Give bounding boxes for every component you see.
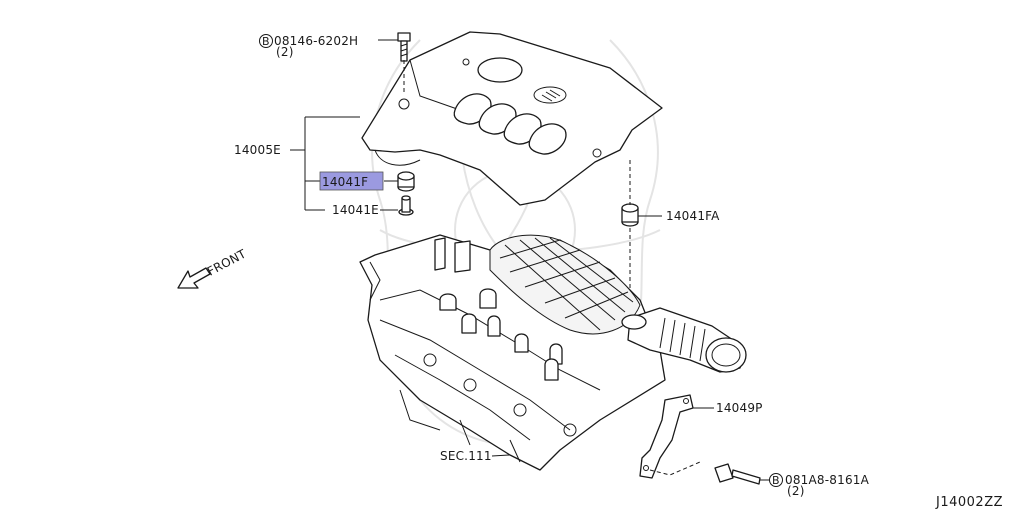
leader-sec111 <box>491 454 511 457</box>
label-14041e[interactable]: 14041E <box>332 203 379 217</box>
label-bolt-bottom-qty: (2) <box>787 484 805 498</box>
front-label: FRONT <box>205 246 249 278</box>
b-mark-bottom <box>769 473 783 487</box>
label-14041f[interactable]: 14041F <box>322 175 368 189</box>
cylinder-head <box>359 234 747 471</box>
grommet-14041f <box>397 171 415 192</box>
b-mark-bottom-letter: B <box>772 474 780 487</box>
label-081a8-8161a[interactable]: 081A8-8161A <box>785 473 870 487</box>
engine-cover <box>361 31 663 206</box>
b-mark-top-letter: B <box>262 35 270 48</box>
grommet-14041fa <box>621 203 639 227</box>
label-14041fa[interactable]: 14041FA <box>666 209 720 223</box>
leader-14005e <box>290 116 360 211</box>
diagram-reference-code: J14002ZZ <box>935 495 1003 510</box>
collar-14041e <box>398 195 414 216</box>
bolt-top <box>397 32 411 62</box>
highlight-box-14041f <box>319 171 384 191</box>
bolt-bottom <box>714 463 761 485</box>
label-bolt-top-qty: (2) <box>276 45 294 59</box>
label-14049p[interactable]: 14049P <box>716 401 763 415</box>
front-arrow <box>177 267 211 289</box>
b-mark-top <box>259 34 273 48</box>
label-14005e[interactable]: 14005E <box>234 143 281 157</box>
label-sec111[interactable]: SEC.111 <box>440 449 492 463</box>
bracket-14049p <box>639 394 701 479</box>
label-08146-6202h[interactable]: 08146-6202H <box>274 34 358 48</box>
